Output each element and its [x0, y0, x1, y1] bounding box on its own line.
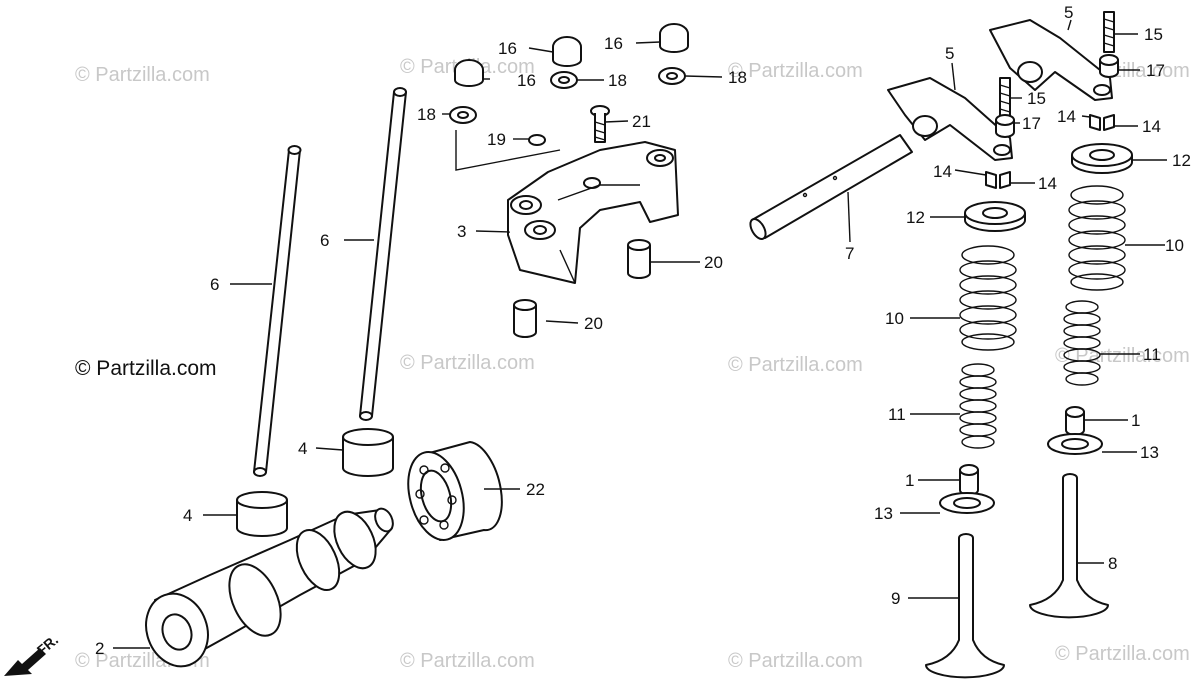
- callout-label: 10: [1165, 236, 1184, 255]
- callout-label: 13: [1140, 443, 1159, 462]
- watermark: © Partzilla.com: [400, 352, 535, 374]
- watermark: © Partzilla.com: [400, 650, 535, 672]
- callout-label: 5: [945, 44, 954, 63]
- rocker-arm-left[interactable]: [887, 77, 1013, 161]
- callout-label: 20: [584, 314, 603, 333]
- callout-label: 19: [487, 130, 506, 149]
- callout-label: 18: [417, 105, 436, 124]
- callout-label: 6: [210, 275, 219, 294]
- cap-nut[interactable]: [659, 23, 689, 53]
- callout-label: 17: [1146, 61, 1165, 80]
- spring-seat[interactable]: [939, 492, 995, 514]
- rocker-arm-shaft[interactable]: [747, 134, 913, 242]
- callout-label: 21: [632, 112, 651, 131]
- tappet-lower[interactable]: [236, 491, 288, 537]
- callout-label: 7: [845, 244, 854, 263]
- callout-label: 4: [183, 506, 192, 525]
- callout-label: 14: [1038, 174, 1057, 193]
- washer[interactable]: [550, 71, 578, 89]
- o-ring[interactable]: [528, 134, 546, 146]
- outer-valve-spring[interactable]: [1068, 185, 1126, 291]
- watermark: © Partzilla.com: [728, 650, 863, 672]
- callout-label: 10: [885, 309, 904, 328]
- camshaft[interactable]: [136, 505, 396, 675]
- callout-label: 14: [933, 162, 952, 181]
- callout-label: 12: [906, 208, 925, 227]
- leader-lines: [113, 19, 1167, 649]
- rocker-arm-holder[interactable]: [507, 141, 679, 284]
- callout-label: 1: [905, 471, 914, 490]
- spring-retainer[interactable]: [964, 201, 1026, 232]
- callout-labels: 16 16 16 18 18 18 21 19 3 20 20 6 6 4 4 …: [95, 3, 1191, 658]
- watermark: © Partzilla.com: [728, 354, 863, 376]
- callout-label: 3: [457, 222, 466, 241]
- valve-cotter[interactable]: [1089, 114, 1115, 131]
- dowel-pin[interactable]: [627, 239, 651, 279]
- callout-label: 14: [1142, 117, 1161, 136]
- bolt[interactable]: [590, 105, 610, 143]
- watermark: © Partzilla.com: [75, 357, 217, 380]
- washer[interactable]: [449, 106, 477, 124]
- valve-stem-seal[interactable]: [1065, 406, 1085, 436]
- washer[interactable]: [658, 67, 686, 85]
- exhaust-valve[interactable]: [1029, 473, 1109, 619]
- watermark: © Partzilla.com: [75, 64, 210, 86]
- callout-label: 18: [728, 68, 747, 87]
- tappet-upper[interactable]: [342, 428, 394, 477]
- intake-valve[interactable]: [925, 533, 1005, 679]
- callout-label: 11: [888, 405, 906, 424]
- spring-retainer[interactable]: [1071, 143, 1133, 174]
- inner-valve-spring[interactable]: [959, 363, 997, 449]
- outer-valve-spring[interactable]: [959, 245, 1017, 351]
- callout-label: 16: [604, 34, 623, 53]
- valve-cotter[interactable]: [985, 171, 1011, 189]
- lock-nut[interactable]: [1099, 54, 1119, 78]
- callout-label: 4: [298, 439, 307, 458]
- inner-valve-spring[interactable]: [1063, 300, 1101, 386]
- lock-nut[interactable]: [995, 114, 1015, 138]
- callout-label: 20: [704, 253, 723, 272]
- spring-seat[interactable]: [1047, 433, 1103, 455]
- callout-label: 17: [1022, 114, 1041, 133]
- adjusting-screw[interactable]: [1103, 11, 1115, 53]
- valve-stem-seal[interactable]: [959, 464, 979, 496]
- callout-label: 18: [608, 71, 627, 90]
- callout-label: 14: [1057, 107, 1076, 126]
- adjusting-screw[interactable]: [999, 77, 1011, 119]
- callout-label: 16: [517, 71, 536, 90]
- cap-nut[interactable]: [454, 59, 484, 87]
- callout-label: 15: [1027, 89, 1046, 108]
- callout-label: 12: [1172, 151, 1191, 170]
- callout-label: 22: [526, 480, 545, 499]
- callout-label: 9: [891, 589, 900, 608]
- push-rod-right[interactable]: [359, 87, 407, 421]
- front-arrow-icon: [4, 648, 46, 676]
- push-rod-left[interactable]: [253, 145, 302, 477]
- callout-label: 1: [1131, 411, 1140, 430]
- dowel-pin[interactable]: [513, 299, 537, 338]
- front-direction-indicator: FR.: [4, 632, 61, 676]
- watermark: © Partzilla.com: [728, 60, 863, 82]
- cap-nut[interactable]: [552, 36, 582, 67]
- callout-label: 5: [1064, 3, 1073, 22]
- bearing[interactable]: [399, 441, 503, 546]
- callout-label: 13: [874, 504, 893, 523]
- callout-label: 2: [95, 639, 104, 658]
- rocker-arm-right[interactable]: [989, 19, 1113, 101]
- callout-label: 8: [1108, 554, 1117, 573]
- callout-label: 16: [498, 39, 517, 58]
- callout-label: 15: [1144, 25, 1163, 44]
- watermark: © Partzilla.com: [1055, 643, 1190, 665]
- callout-label: 6: [320, 231, 329, 250]
- callout-label: 11: [1143, 345, 1161, 364]
